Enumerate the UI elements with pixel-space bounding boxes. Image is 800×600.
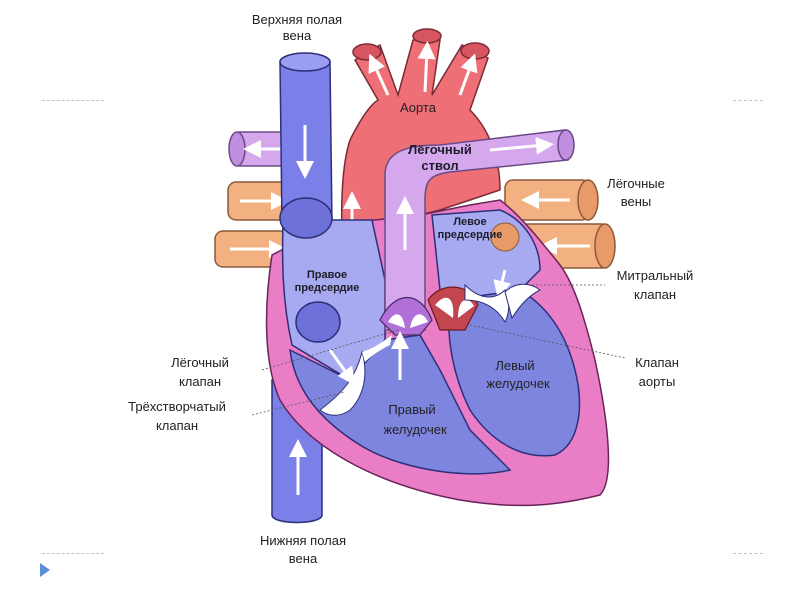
label-superior-vena-cava-line1: Верхняя полая	[252, 12, 342, 27]
bottom-right-divider	[733, 553, 763, 554]
label-tricuspid-valve-line2: клапан	[156, 418, 198, 433]
label-pulmonary-valve-line2: клапан	[179, 374, 221, 389]
label-inferior-vena-cava-line1: Нижняя полая	[260, 533, 346, 548]
label-mitral-valve-line1: Митральный	[617, 268, 694, 283]
tricuspid-valve	[319, 335, 392, 416]
label-left-ventricle-line1: Левый	[495, 358, 534, 373]
left-atrium	[431, 209, 541, 301]
label-pulmonary-valve-line1: Лёгочный	[171, 355, 229, 370]
top-left-divider	[42, 100, 104, 101]
label-pulmonary-veins-line2: вены	[621, 194, 652, 209]
label-pulmonary-trunk-line2: ствол	[421, 158, 458, 173]
label-superior-vena-cava-line2: вена	[283, 28, 312, 43]
label-mitral-valve-line2: клапан	[634, 287, 676, 302]
label-left-ventricle-line2: желудочек	[486, 376, 550, 391]
label-pulmonary-trunk-line1: Лёгочный	[408, 142, 472, 157]
bullet-arrow-icon	[40, 563, 50, 577]
label-aorta: Аорта	[400, 100, 437, 115]
pulmonary-veins-right	[504, 179, 616, 269]
left-ventricle	[447, 269, 581, 457]
label-right-atrium-line1: Правое	[307, 269, 347, 281]
pointer-lines	[251, 284, 626, 416]
label-tricuspid-valve-line1: Трёхстворчатый	[128, 399, 226, 414]
label-right-ventricle-line2: желудочек	[383, 422, 447, 437]
right-atrium-arrow	[328, 349, 356, 386]
bottom-left-divider	[42, 553, 104, 554]
label-right-ventricle-line1: Правый	[388, 402, 435, 417]
mitral-valve	[464, 283, 541, 324]
superior-vena-cava	[279, 52, 333, 226]
label-aortic-valve-line2: аорты	[639, 374, 676, 389]
label-inferior-vena-cava-line2: вена	[289, 551, 318, 566]
label-aortic-valve-line1: Клапан	[635, 355, 679, 370]
label-left-atrium-line1: Левое	[453, 216, 486, 228]
label-pulmonary-veins-line1: Лёгочные	[607, 176, 665, 191]
label-right-atrium-line2: предсердие	[295, 282, 360, 294]
top-right-divider	[733, 100, 763, 101]
right-ventricle	[289, 334, 512, 475]
label-left-atrium-line2: предсердие	[438, 229, 503, 241]
right-atrium	[279, 197, 386, 381]
pulmonary-valve	[379, 296, 433, 336]
